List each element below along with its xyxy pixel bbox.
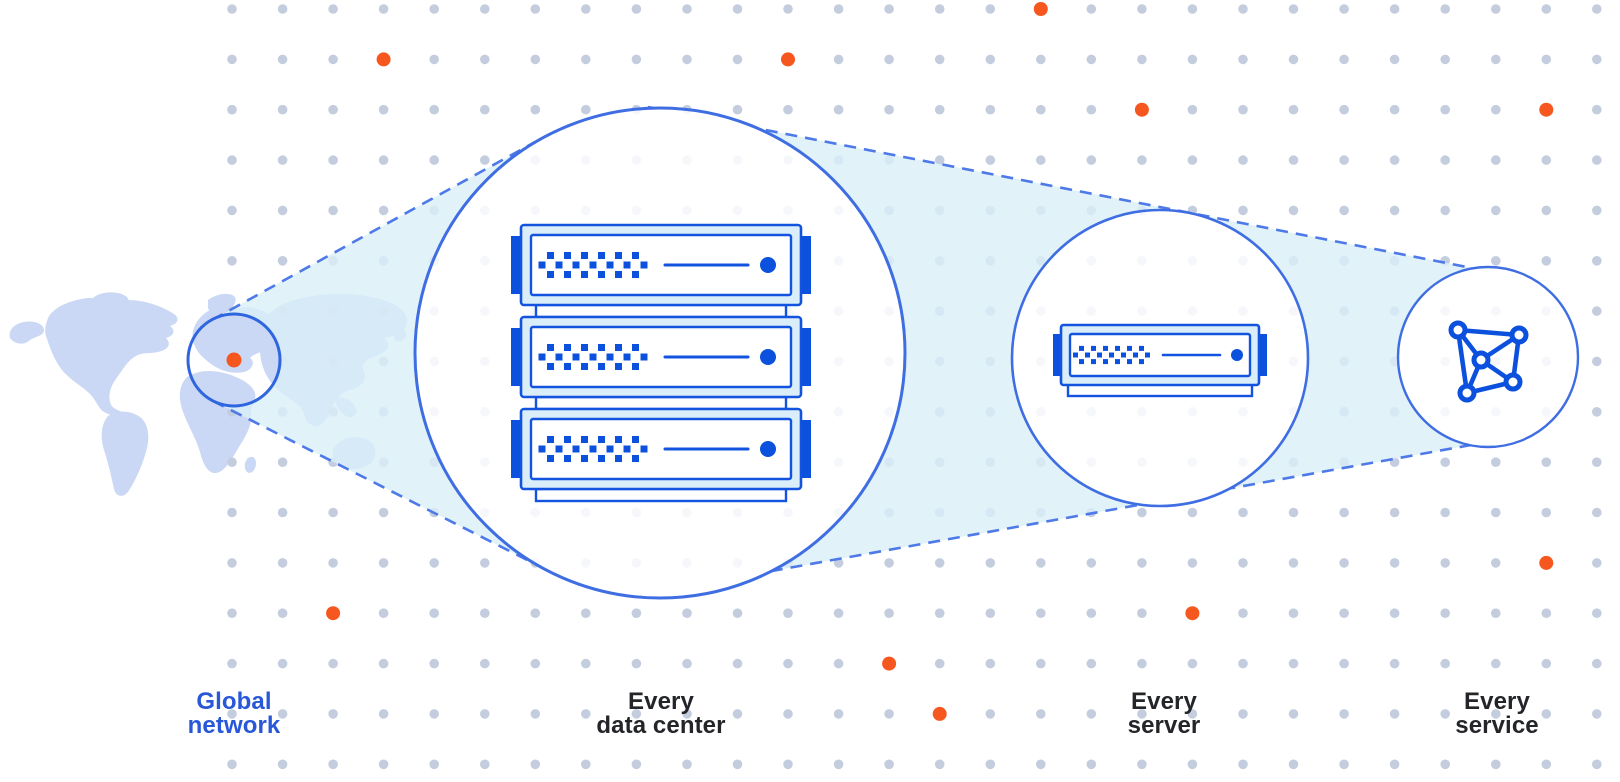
mesh-node	[1471, 350, 1491, 370]
server-tab-icon	[1256, 334, 1267, 376]
label-line: Every	[628, 688, 694, 715]
label-every-service: Every service	[1377, 690, 1617, 737]
mesh-node	[1448, 320, 1468, 340]
server-unit-icon	[1053, 323, 1267, 398]
led-dot	[760, 349, 776, 365]
server-rack-icon	[511, 223, 811, 503]
label-every-server: Every server	[1044, 690, 1284, 737]
led-dot	[1231, 349, 1243, 361]
rack-rail	[534, 303, 788, 319]
zoom-dashed-line	[212, 399, 550, 573]
rack-rail	[534, 487, 788, 503]
mesh-node	[1509, 325, 1529, 345]
label-line: server	[1127, 711, 1201, 739]
rack-rail	[534, 395, 788, 411]
label-line: Every	[1464, 688, 1530, 715]
label-line: Global	[196, 688, 272, 715]
mesh-node	[1457, 383, 1477, 403]
globe-focus-circle	[186, 312, 282, 408]
label-line: service	[1455, 711, 1539, 739]
label-global-network: Global network	[114, 690, 354, 737]
led-dot	[760, 441, 776, 457]
led-dot	[760, 257, 776, 273]
label-line: data center	[596, 711, 726, 739]
location-dot	[226, 352, 242, 368]
zoom-dashed-line	[211, 140, 536, 322]
server-tab-icon	[1053, 334, 1064, 376]
label-line: Every	[1131, 688, 1197, 715]
mesh-network-icon	[1448, 320, 1529, 403]
label-every-data-center: Every data center	[541, 690, 781, 737]
label-line: network	[187, 711, 281, 739]
mesh-node	[1503, 372, 1523, 392]
